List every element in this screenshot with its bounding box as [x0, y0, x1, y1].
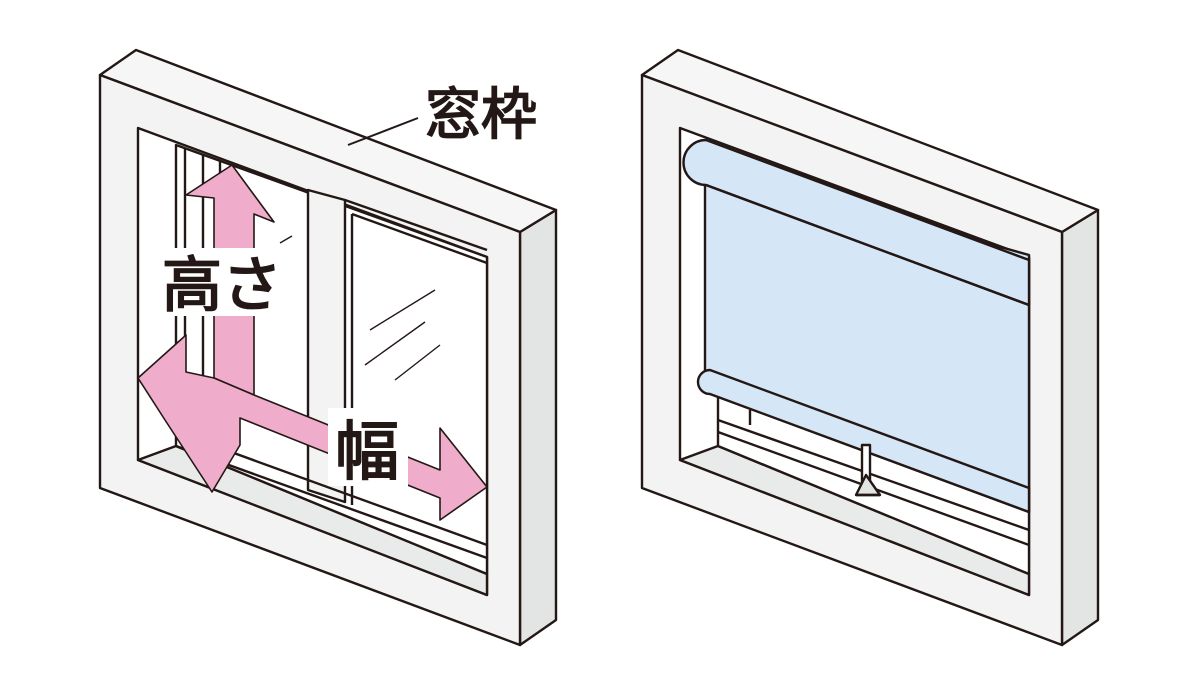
left-sash-line-4 — [344, 198, 488, 252]
right-sill-1 — [717, 418, 1030, 532]
bottom-bar — [696, 368, 1031, 514]
width-label-group: 幅 — [328, 408, 408, 490]
right-frame-side — [1060, 208, 1100, 647]
width-label-bg — [328, 408, 408, 486]
height-label-group: 高さ — [158, 248, 301, 321]
height-label: 高さ — [162, 251, 282, 321]
left-sash-line-5 — [351, 212, 488, 265]
width-label: 幅 — [335, 416, 399, 490]
left-frame-side — [518, 208, 558, 647]
left-glass-reflection — [364, 289, 441, 381]
frame-label: 窓枠 — [425, 83, 537, 148]
right-window — [640, 48, 1100, 647]
frame-leader-line — [347, 117, 419, 146]
roller-tube — [682, 138, 1031, 307]
roller-tube-edge — [705, 183, 1030, 307]
left-glass-reflection-small — [279, 235, 293, 244]
height-label-bg — [158, 248, 301, 316]
